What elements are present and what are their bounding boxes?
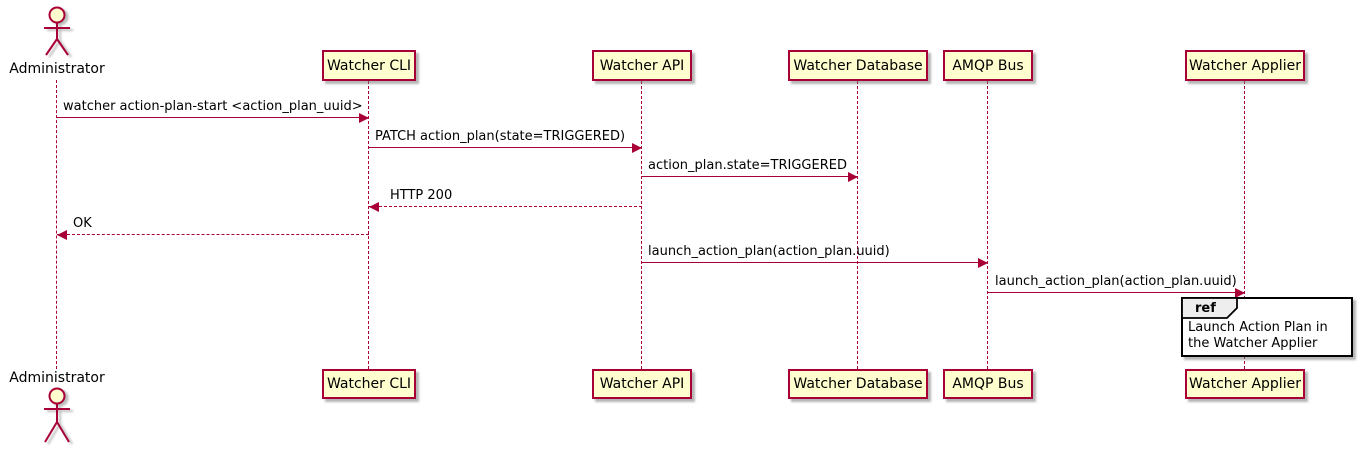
participant-label: AMQP Bus — [952, 57, 1024, 74]
actor-label-bottom: Administrator — [9, 370, 105, 386]
participant-label: Watcher Database — [793, 57, 923, 74]
lifeline-amqp-bus — [987, 81, 988, 369]
participant-label: AMQP Bus — [952, 376, 1024, 392]
message-text: watcher action-plan-start <action_plan_u… — [63, 99, 363, 114]
participant-amqp-bus-bottom: AMQP Bus — [943, 369, 1033, 399]
participant-label: Watcher Database — [793, 376, 923, 392]
participant-label: Watcher CLI — [326, 376, 412, 392]
actor-icon — [44, 387, 70, 443]
arrowhead-right-icon — [1235, 288, 1245, 298]
ref-fragment: ref Launch Action Plan in the Watcher Ap… — [1181, 297, 1353, 357]
lifeline-watcher-applier — [1244, 81, 1245, 369]
actor-icon — [44, 6, 70, 56]
participant-watcher-api-bottom: Watcher API — [592, 369, 692, 399]
lifeline-administrator — [56, 80, 57, 369]
message-return-arrow — [57, 230, 369, 240]
actor-label-top: Administrator — [9, 61, 105, 77]
participant-label: Watcher Applier — [1189, 376, 1301, 392]
participant-label: Watcher API — [599, 376, 685, 392]
message-return-arrow — [369, 202, 642, 212]
participant-watcher-cli-bottom: Watcher CLI — [322, 369, 416, 399]
message-arrow — [988, 288, 1245, 298]
message-arrow — [642, 172, 858, 182]
message-arrow — [57, 113, 369, 123]
participant-amqp-bus-top: AMQP Bus — [943, 50, 1033, 81]
ref-header-icon — [1181, 297, 1238, 319]
arrowhead-left-icon — [369, 202, 379, 212]
message-text: launch_action_plan(action_plan.uuid) — [648, 244, 890, 259]
message-text: HTTP 200 — [390, 188, 453, 203]
message-arrow — [642, 258, 988, 268]
participant-watcher-cli-top: Watcher CLI — [322, 50, 416, 81]
ref-keyword: ref — [1195, 301, 1216, 316]
participant-watcher-database-top: Watcher Database — [788, 50, 928, 81]
lifeline-watcher-cli — [368, 81, 369, 369]
participant-watcher-applier-bottom: Watcher Applier — [1185, 369, 1305, 399]
message-text: PATCH action_plan(state=TRIGGERED) — [375, 129, 626, 144]
arrowhead-right-icon — [978, 258, 988, 268]
arrowhead-right-icon — [848, 172, 858, 182]
message-text: launch_action_plan(action_plan.uuid) — [995, 274, 1237, 289]
participant-watcher-api-top: Watcher API — [592, 50, 692, 81]
participant-watcher-applier-top: Watcher Applier — [1185, 50, 1305, 81]
participant-label: Watcher API — [599, 57, 685, 74]
arrowhead-left-icon — [57, 230, 67, 240]
arrowhead-right-icon — [632, 143, 642, 153]
participant-label: Watcher CLI — [326, 57, 412, 74]
lifeline-watcher-api — [641, 81, 642, 369]
message-text: OK — [73, 216, 92, 231]
lifeline-watcher-database — [857, 81, 858, 369]
arrowhead-right-icon — [359, 113, 369, 123]
participant-watcher-database-bottom: Watcher Database — [788, 369, 928, 399]
ref-text: Launch Action Plan in the Watcher Applie… — [1188, 320, 1328, 351]
message-arrow — [369, 143, 642, 153]
participant-label: Watcher Applier — [1189, 57, 1301, 74]
message-text: action_plan.state=TRIGGERED — [648, 158, 847, 173]
